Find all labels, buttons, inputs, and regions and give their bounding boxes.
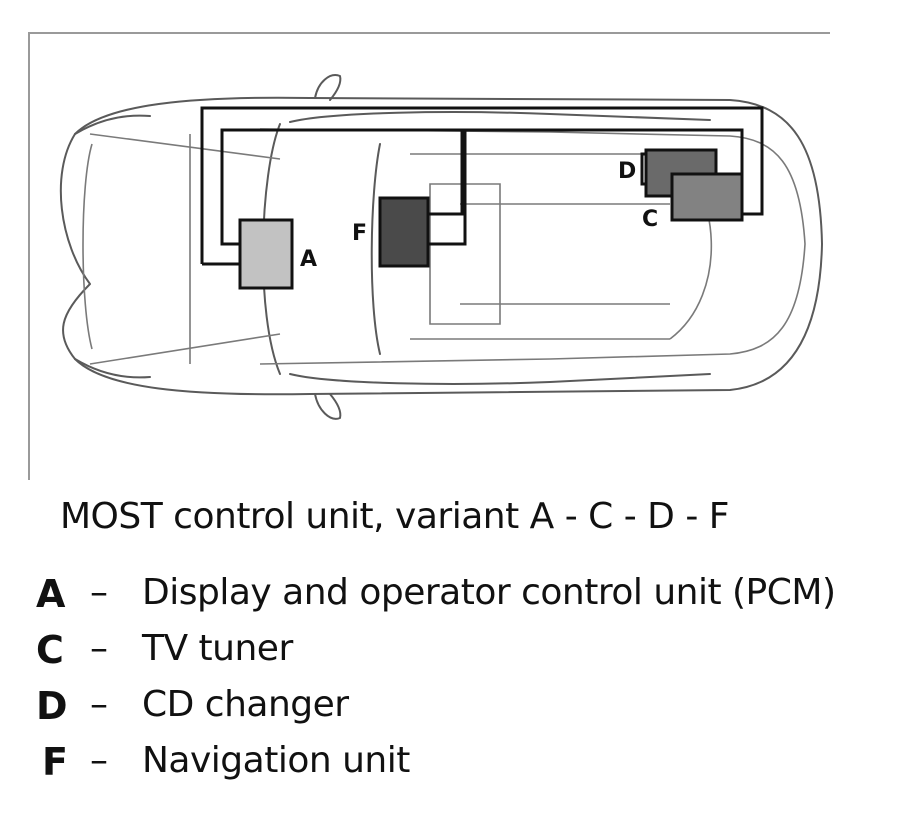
- legend-letter: A: [36, 572, 66, 616]
- legend-letter: C: [36, 628, 64, 672]
- diagram-frame: A F D C: [28, 32, 830, 480]
- legend-description: Display and operator control unit (PCM): [142, 572, 836, 613]
- car-topview-diagram: A F D C: [59, 74, 823, 420]
- unit-c: C: [642, 172, 744, 232]
- legend-description: CD changer: [142, 684, 349, 725]
- diagram-caption: MOST control unit, variant A - C - D - F: [60, 496, 729, 537]
- legend-description: Navigation unit: [142, 740, 410, 781]
- unit-d-label: D: [618, 159, 636, 184]
- legend-dash: –: [90, 572, 108, 613]
- legend-dash: –: [90, 740, 108, 781]
- unit-a-label: A: [300, 247, 317, 272]
- legend-letter: F: [42, 740, 68, 784]
- unit-f-label: F: [352, 221, 367, 246]
- unit-f: F: [352, 196, 430, 268]
- car-outline: [59, 74, 823, 420]
- unit-a: A: [238, 218, 317, 290]
- unit-c-label: C: [642, 207, 658, 232]
- legend-dash: –: [90, 684, 108, 725]
- legend-letter: D: [36, 684, 68, 728]
- legend-description: TV tuner: [142, 628, 293, 669]
- legend-dash: –: [90, 628, 108, 669]
